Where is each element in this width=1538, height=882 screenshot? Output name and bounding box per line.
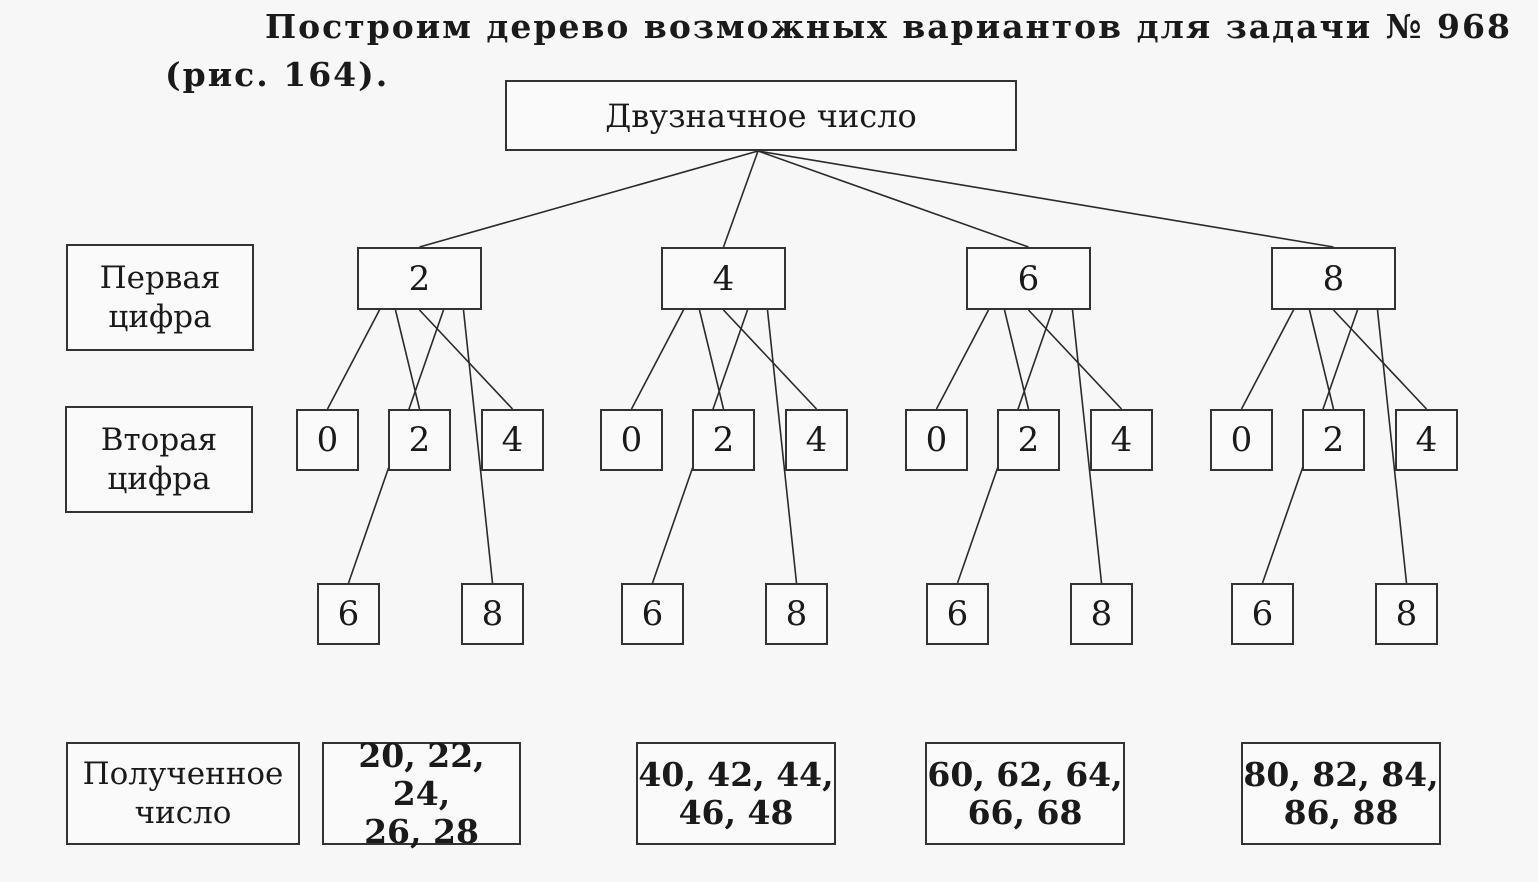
edge-first-2-to-second-8 bbox=[462, 309, 494, 584]
edge-root-to-first-8 bbox=[757, 150, 1334, 248]
edge-first-6-to-second-8 bbox=[1071, 309, 1103, 584]
second-digit-node-8-0: 0 bbox=[1210, 409, 1273, 471]
second-digit-node-6-8: 8 bbox=[1070, 583, 1133, 645]
root-node: Двузначное число bbox=[505, 80, 1017, 151]
edge-first-8-to-second-0 bbox=[1240, 309, 1295, 410]
first-digit-node-2: 2 bbox=[357, 247, 482, 310]
edge-root-to-first-6 bbox=[757, 150, 1029, 248]
second-digit-node-6-4: 4 bbox=[1090, 409, 1153, 471]
row-label-second-digit: Вторая цифра bbox=[65, 406, 253, 513]
intro-text-line-2: (рис. 164). bbox=[165, 55, 390, 94]
row-label-result-number: Полученное число bbox=[66, 742, 300, 845]
second-digit-node-4-2: 2 bbox=[692, 409, 755, 471]
second-digit-node-6-0: 0 bbox=[905, 409, 968, 471]
second-digit-node-4-4: 4 bbox=[785, 409, 848, 471]
edge-first-8-to-second-4 bbox=[1332, 309, 1428, 410]
result-numbers-6: 60, 62, 64, 66, 68 bbox=[925, 742, 1125, 845]
edge-first-2-to-second-2 bbox=[394, 309, 421, 410]
intro-text-line-1: Построим дерево возможных вариантов для … bbox=[265, 7, 1512, 46]
second-digit-node-2-0: 0 bbox=[296, 409, 359, 471]
edge-first-6-to-second-2 bbox=[1003, 309, 1030, 410]
edge-first-8-to-second-8 bbox=[1376, 309, 1408, 584]
edge-first-2-to-second-4 bbox=[418, 309, 514, 410]
second-digit-node-4-8: 8 bbox=[765, 583, 828, 645]
second-digit-node-8-4: 4 bbox=[1395, 409, 1458, 471]
second-digit-node-4-0: 0 bbox=[600, 409, 663, 471]
second-digit-node-2-6: 6 bbox=[317, 583, 380, 645]
second-digit-node-6-6: 6 bbox=[926, 583, 989, 645]
second-digit-node-8-2: 2 bbox=[1302, 409, 1365, 471]
edge-first-2-to-second-0 bbox=[326, 309, 381, 410]
edge-first-6-to-second-0 bbox=[935, 309, 990, 410]
second-digit-node-8-6: 6 bbox=[1231, 583, 1294, 645]
second-digit-node-6-2: 2 bbox=[997, 409, 1060, 471]
edge-first-4-to-second-8 bbox=[766, 309, 798, 584]
edge-first-4-to-second-4 bbox=[722, 309, 818, 410]
first-digit-node-4: 4 bbox=[661, 247, 786, 310]
row-label-first-digit: Первая цифра bbox=[66, 244, 254, 351]
second-digit-node-2-8: 8 bbox=[461, 583, 524, 645]
first-digit-node-8: 8 bbox=[1271, 247, 1396, 310]
edge-first-6-to-second-4 bbox=[1027, 309, 1123, 410]
edge-first-4-to-second-2 bbox=[698, 309, 725, 410]
edge-first-8-to-second-2 bbox=[1308, 309, 1335, 410]
edge-root-to-first-4 bbox=[722, 150, 759, 248]
first-digit-node-6: 6 bbox=[966, 247, 1091, 310]
second-digit-node-2-4: 4 bbox=[481, 409, 544, 471]
result-numbers-4: 40, 42, 44, 46, 48 bbox=[636, 742, 836, 845]
result-numbers-8: 80, 82, 84, 86, 88 bbox=[1241, 742, 1441, 845]
second-digit-node-4-6: 6 bbox=[621, 583, 684, 645]
edge-first-4-to-second-0 bbox=[630, 309, 685, 410]
result-numbers-2: 20, 22, 24, 26, 28 bbox=[322, 736, 521, 850]
edge-root-to-first-2 bbox=[419, 150, 759, 248]
second-digit-node-2-2: 2 bbox=[388, 409, 451, 471]
second-digit-node-8-8: 8 bbox=[1375, 583, 1438, 645]
